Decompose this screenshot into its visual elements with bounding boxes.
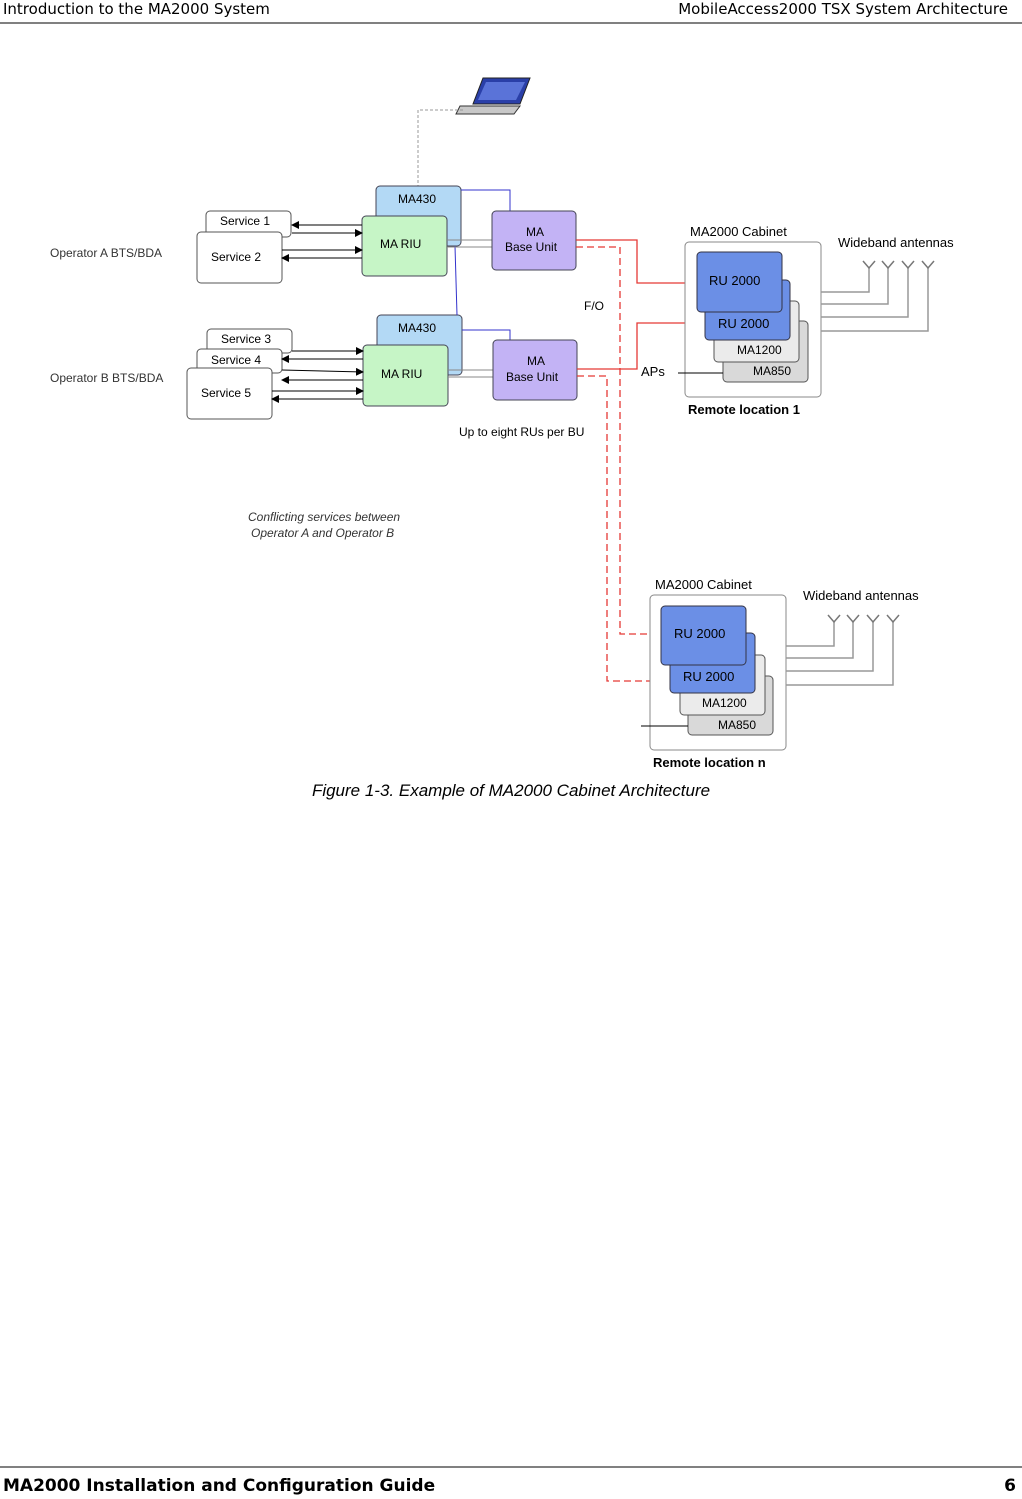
page-header: Introduction to the MA2000 System Mobile…: [0, 0, 1022, 24]
aps-label: APs: [641, 364, 665, 379]
ma850-label: MA850: [753, 364, 791, 378]
page-number: 6: [1004, 1476, 1016, 1496]
ru2000-unit: [696, 251, 783, 313]
riu-label: MA RIU: [381, 367, 422, 381]
cabinet-label: MA2000 Cabinet: [690, 224, 787, 239]
signal-arrow: [281, 367, 364, 376]
figure-caption: Figure 1-3. Example of MA2000 Cabinet Ar…: [311, 781, 711, 800]
operator-b-label: Operator B BTS/BDA: [50, 371, 163, 385]
antenna-feeds: [786, 622, 894, 686]
antenna-icon: [827, 614, 900, 624]
control-link: [461, 189, 511, 211]
fiber-link: [577, 322, 706, 370]
fiber-link: [577, 375, 671, 682]
base-unit-label: Base Unit: [506, 370, 559, 384]
header-right-title: MobileAccess2000 TSX System Architecture: [678, 0, 1008, 18]
service-label: Service 5: [201, 386, 251, 400]
laptop-icon: [455, 77, 531, 115]
ru2000-label: RU 2000: [718, 316, 769, 331]
riu-label: MA RIU: [380, 237, 421, 251]
base-unit-label: Base Unit: [505, 240, 558, 254]
ma850-label: MA850: [718, 718, 756, 732]
remote-location-label: Remote location 1: [688, 402, 800, 417]
wideband-label: Wideband antennas: [838, 235, 954, 250]
fo-label: F/O: [584, 299, 604, 313]
fiber-link: [576, 239, 697, 284]
ru2000-label: RU 2000: [674, 626, 725, 641]
operator-a-label: Operator A BTS/BDA: [50, 246, 162, 260]
base-unit-box: [492, 339, 578, 401]
architecture-diagram: Operator A BTS/BDA Operator B BTS/BDA Se…: [50, 77, 954, 770]
service-box: [186, 367, 273, 420]
ma1200-label: MA1200: [737, 343, 782, 357]
ma430-label: MA430: [398, 192, 436, 206]
antenna-feeds: [821, 268, 929, 332]
base-unit-label: MA: [527, 354, 545, 368]
ma430-label: MA430: [398, 321, 436, 335]
conflict-note: Operator A and Operator B: [251, 526, 394, 540]
service-label: Service 2: [211, 250, 261, 264]
service-label: Service 3: [221, 332, 271, 346]
control-link: [454, 245, 458, 316]
wideband-label: Wideband antennas: [803, 588, 919, 603]
conflict-note: Conflicting services between: [248, 510, 400, 524]
fiber-link: [576, 246, 661, 635]
antenna-icon: [862, 260, 935, 270]
header-left-title: Introduction to the MA2000 System: [3, 0, 270, 18]
ru2000-unit: [660, 605, 747, 666]
control-link: [462, 329, 511, 340]
base-unit-label: MA: [526, 225, 544, 239]
service-label: Service 1: [220, 214, 270, 228]
up-to-eight-label: Up to eight RUs per BU: [459, 425, 584, 439]
footer-title: MA2000 Installation and Configuration Gu…: [3, 1476, 436, 1496]
service-label: Service 4: [211, 353, 261, 367]
ru2000-label: RU 2000: [709, 273, 760, 288]
ru2000-label: RU 2000: [683, 669, 734, 684]
page-footer: MA2000 Installation and Configuration Gu…: [0, 1466, 1022, 1499]
cabinet-label: MA2000 Cabinet: [655, 577, 752, 592]
remote-location-label: Remote location n: [653, 755, 766, 770]
ma1200-label: MA1200: [702, 696, 747, 710]
